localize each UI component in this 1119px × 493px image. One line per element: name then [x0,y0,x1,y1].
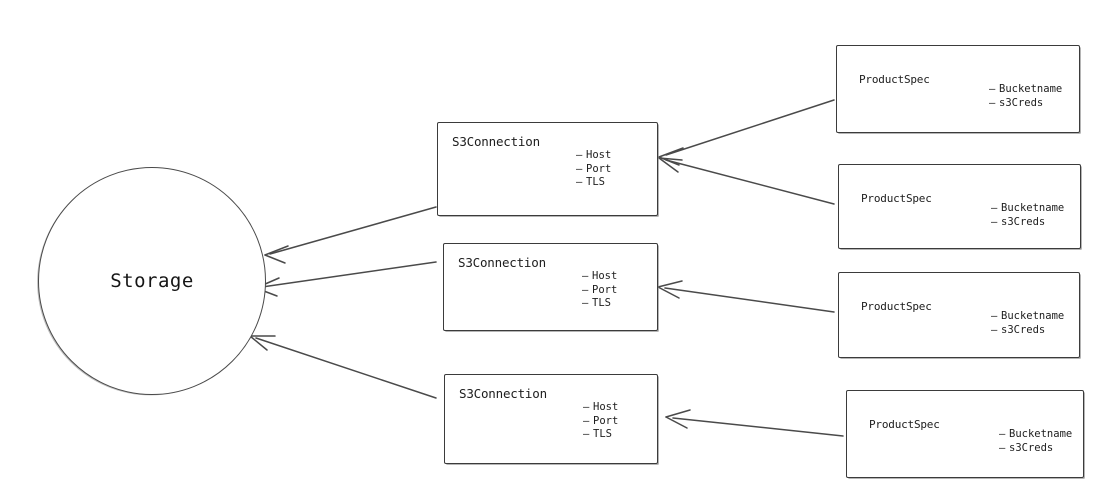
field-label: TLS [593,428,612,440]
s3connection-fields-3: –Host –Port –TLS [583,401,618,442]
arrow-conn3-to-storage [249,335,437,399]
arrow-spec1-to-conn1 [658,99,835,166]
bullet-dash: – [991,202,998,214]
s3connection-box-1[interactable]: S3Connection –Host –Port –TLS [437,122,658,216]
productspec-box-3[interactable]: ProductSpec –Bucketname –s3Creds [838,272,1080,358]
field-label: Host [586,149,612,161]
s3connection-title-3: S3Connection [459,386,547,401]
bullet-dash: – [989,97,996,109]
s3connection-title-1: S3Connection [452,134,540,149]
arrow-spec2-to-conn1 [658,157,835,205]
bullet-dash: – [989,83,996,95]
field-row: –s3Creds [999,441,1072,455]
s3connection-box-3[interactable]: S3Connection –Host –Port –TLS [444,374,658,464]
field-label: s3Creds [999,97,1044,109]
bullet-dash: – [576,162,583,175]
field-row: –s3Creds [989,96,1062,110]
productspec-title-1: ProductSpec [859,73,930,86]
field-label: Bucketname [999,83,1063,95]
field-row: –s3Creds [991,323,1064,337]
field-row: –Bucketname [999,427,1072,441]
bullet-dash: – [576,149,583,161]
field-row: –TLS [583,428,618,442]
field-row: –Host [583,401,618,415]
s3connection-title-2: S3Connection [458,255,546,270]
bullet-dash: – [582,270,589,282]
field-row: –Port [576,163,611,177]
bullet-dash: – [583,401,590,413]
field-label: TLS [592,297,611,309]
bullet-dash: – [583,428,590,440]
arrow-spec3-to-conn2 [657,280,835,313]
bullet-dash: – [991,216,998,228]
bullet-dash: – [583,414,590,427]
storage-label: Storage [110,270,194,292]
field-label: Port [586,162,612,175]
field-row: –Host [576,149,611,163]
productspec-title-2: ProductSpec [861,192,932,205]
productspec-title-4: ProductSpec [869,418,940,431]
bullet-dash: – [999,428,1006,440]
productspec-box-4[interactable]: ProductSpec –Bucketname –s3Creds [846,390,1084,478]
bullet-dash: – [999,442,1006,454]
field-row: –Port [583,415,618,429]
bullet-dash: – [576,176,583,188]
arrow-conn1-to-storage [264,206,437,264]
arrow-conn2-to-storage [255,261,437,297]
field-label: Host [593,401,619,413]
productspec-box-2[interactable]: ProductSpec –Bucketname –s3Creds [838,164,1081,249]
bullet-dash: – [582,297,589,309]
field-row: –TLS [576,176,611,190]
s3connection-fields-1: –Host –Port –TLS [576,149,611,190]
bullet-dash: – [991,310,998,322]
field-label: s3Creds [1001,324,1046,336]
field-row: –Port [582,284,617,298]
productspec-fields-2: –Bucketname –s3Creds [991,201,1064,229]
field-label: Port [592,283,618,296]
arrow-spec4-to-conn3 [665,409,844,437]
bullet-dash: – [991,324,998,336]
productspec-fields-3: –Bucketname –s3Creds [991,309,1064,337]
storage-circle[interactable]: Storage [38,167,266,395]
field-label: Port [593,414,619,427]
field-label: s3Creds [1001,216,1046,228]
field-label: TLS [586,176,605,188]
productspec-box-1[interactable]: ProductSpec –Bucketname –s3Creds [836,45,1080,133]
field-row: –Bucketname [991,201,1064,215]
s3connection-box-2[interactable]: S3Connection –Host –Port –TLS [443,243,658,331]
field-row: –Bucketname [991,309,1064,323]
productspec-fields-4: –Bucketname –s3Creds [999,427,1072,455]
field-label: s3Creds [1009,442,1054,454]
productspec-title-3: ProductSpec [861,300,932,313]
s3connection-fields-2: –Host –Port –TLS [582,270,617,311]
field-row: –Host [582,270,617,284]
bullet-dash: – [582,283,589,296]
field-row: –TLS [582,297,617,311]
field-label: Bucketname [1001,310,1065,322]
productspec-fields-1: –Bucketname –s3Creds [989,82,1062,110]
field-label: Bucketname [1001,202,1065,214]
field-row: –s3Creds [991,215,1064,229]
field-label: Host [592,270,618,282]
field-row: –Bucketname [989,82,1062,96]
field-label: Bucketname [1009,428,1073,440]
